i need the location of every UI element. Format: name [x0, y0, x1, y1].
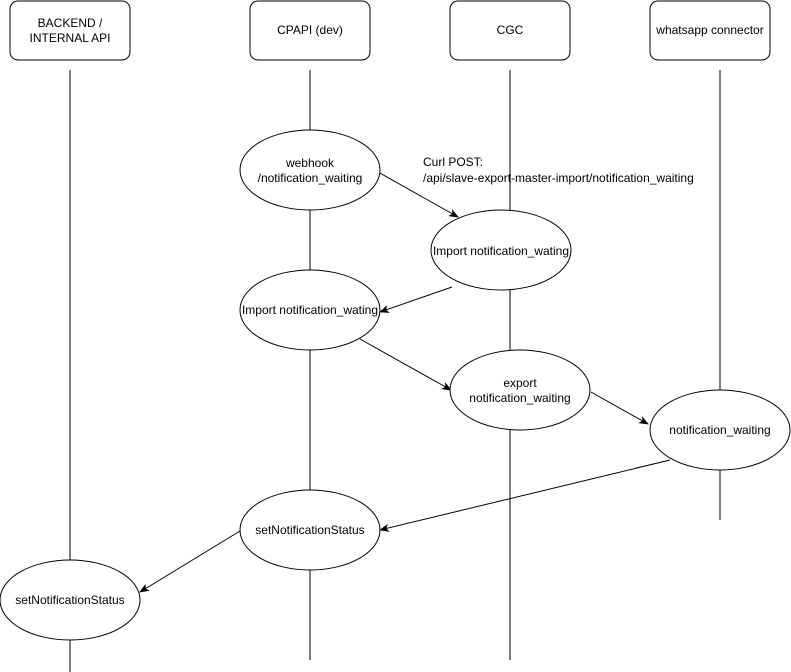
- participant-label: INTERNAL API: [30, 31, 111, 45]
- node-wa-notification: notification_waiting: [649, 389, 791, 471]
- node-cgc-export: export notification_waiting: [449, 349, 591, 431]
- node-cpapi-set-status: setNotificationStatus: [239, 489, 381, 571]
- participant-label: BACKEND /: [38, 16, 103, 30]
- arrow-cgc-import-to-cpapi-import: [379, 286, 453, 313]
- participant-label: whatsapp connector: [655, 23, 763, 37]
- annotation-curl-post: Curl POST: /api/slave-export-master-impo…: [423, 155, 694, 185]
- arrow-wa-notification-to-cpapi-set-status: [379, 459, 671, 532]
- participant-cgc: CGC: [449, 0, 571, 61]
- node-label: /notification_waiting: [258, 171, 363, 185]
- node-label: webhook: [285, 156, 335, 170]
- arrow-cpapi-set-status-to-backend-set-status: [139, 530, 241, 593]
- node-label: export: [503, 376, 537, 390]
- annotation-label: /api/slave-export-master-import/notifica…: [423, 171, 694, 185]
- annotation-label: Curl POST:: [423, 155, 483, 169]
- nodes: webhook /notification_waiting Import not…: [0, 129, 791, 641]
- node-label: Import notification_wating: [242, 303, 378, 317]
- participants: BACKEND / INTERNAL API CPAPI (dev) CGC w…: [9, 0, 771, 61]
- participant-backend: BACKEND / INTERNAL API: [9, 0, 131, 61]
- node-webhook: webhook /notification_waiting: [239, 129, 381, 211]
- node-label: setNotificationStatus: [255, 523, 364, 537]
- node-label: notification_waiting: [669, 423, 770, 437]
- node-backend-set-status: setNotificationStatus: [0, 559, 141, 641]
- node-cpapi-import: Import notification_wating: [239, 269, 381, 351]
- participant-whatsapp: whatsapp connector: [649, 0, 771, 61]
- lifelines: [69, 70, 721, 672]
- participant-label: CPAPI (dev): [277, 23, 343, 37]
- messages: [139, 171, 671, 593]
- arrow-cpapi-import-to-cgc-export: [359, 338, 452, 391]
- arrow-cgc-export-to-wa-notification: [590, 391, 649, 425]
- participant-cpapi: CPAPI (dev): [249, 0, 371, 61]
- node-label: notification_waiting: [469, 391, 570, 405]
- node-cgc-import: Import notification_wating: [430, 209, 572, 291]
- participant-label: CGC: [497, 23, 524, 37]
- node-label: setNotificationStatus: [15, 593, 124, 607]
- arrow-webhook-to-cgc-import: [377, 171, 459, 218]
- node-label: Import notification_wating: [433, 244, 569, 258]
